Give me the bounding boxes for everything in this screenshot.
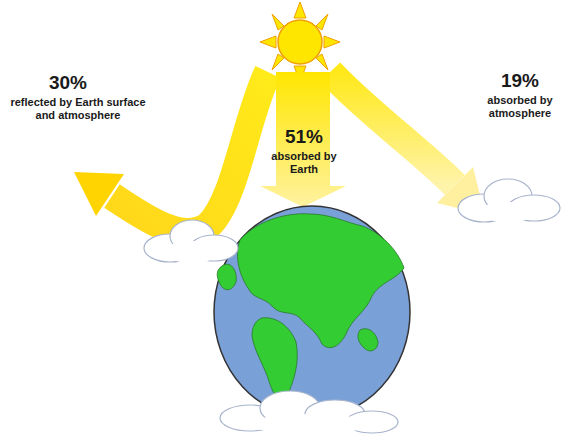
percent-value: 30% — [20, 72, 116, 94]
arrow-head — [74, 172, 124, 216]
continents — [217, 214, 404, 400]
energy-label: absorbed by atmosphere — [474, 94, 566, 119]
cloud — [220, 391, 398, 434]
sun — [260, 2, 340, 82]
cloud — [144, 220, 238, 263]
percent-value: 51% — [262, 126, 346, 148]
sun-disc — [278, 20, 322, 64]
earth — [214, 206, 410, 418]
absorbed-arrow — [260, 72, 346, 207]
energy-label: absorbed by Earth — [262, 150, 346, 175]
energy-label: reflected by Earth surface and atmospher… — [8, 96, 148, 121]
cloud — [458, 179, 560, 222]
percent-value: 19% — [478, 70, 562, 92]
atmosphere-arrow — [330, 72, 455, 185]
